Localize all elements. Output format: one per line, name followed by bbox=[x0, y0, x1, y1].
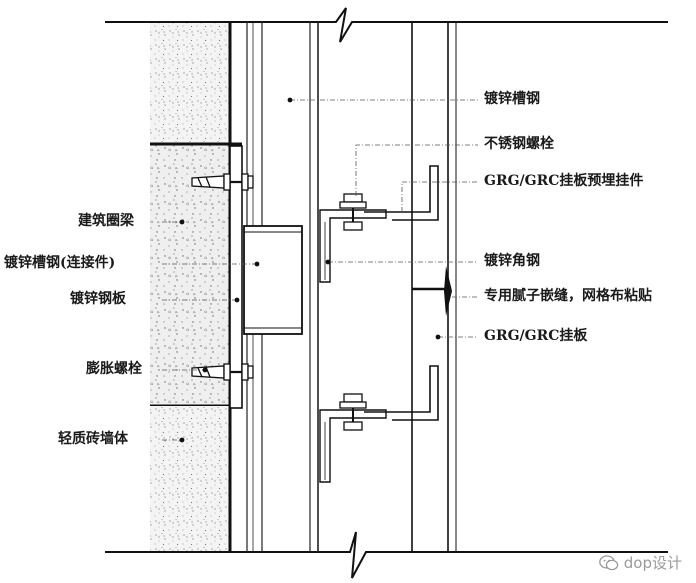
label-grg-grc-panel: GRG/GRC挂板 bbox=[484, 328, 588, 344]
light-brick-wall-upper bbox=[150, 22, 230, 144]
watermark-text: dop设计 bbox=[623, 554, 682, 572]
wechat-icon bbox=[598, 554, 619, 570]
label-putty-joint: 专用腻子嵌缝，网格布粘贴 bbox=[484, 288, 652, 304]
label-expansion-bolt: 膨胀螺栓 bbox=[86, 361, 142, 377]
label-galv-channel-connector: 镀锌槽钢(连接件) bbox=[4, 255, 116, 271]
leader-dots bbox=[179, 97, 441, 443]
embedded-hanger-lower bbox=[364, 365, 439, 421]
label-galv-channel-steel: 镀锌槽钢 bbox=[484, 91, 540, 107]
section-break-lines bbox=[105, 7, 668, 579]
stainless-bolt-lower bbox=[339, 393, 367, 431]
putty-joint bbox=[444, 266, 452, 316]
label-stainless-bolt: 不锈钢螺栓 bbox=[484, 136, 554, 152]
grg-grc-panel bbox=[411, 22, 457, 552]
expansion-bolt-upper bbox=[191, 173, 254, 191]
light-brick-wall-lower bbox=[150, 406, 230, 552]
leader-lines bbox=[162, 99, 478, 441]
watermark: dop设计 bbox=[598, 552, 682, 573]
label-embedded-hanger: GRG/GRC挂板预埋挂件 bbox=[484, 173, 644, 189]
galv-steel-plate bbox=[229, 145, 243, 409]
label-building-ring-beam: 建筑圈梁 bbox=[78, 213, 134, 229]
label-galv-angle-steel: 镀锌角钢 bbox=[484, 253, 540, 269]
embedded-hanger-upper bbox=[364, 165, 439, 221]
label-galv-steel-plate: 镀锌钢板 bbox=[70, 291, 126, 307]
expansion-bolt-lower bbox=[191, 363, 254, 381]
galv-angle-steel-lower bbox=[319, 409, 387, 483]
galv-angle-steel-upper bbox=[319, 209, 387, 283]
galv-channel-connector bbox=[243, 225, 303, 335]
stainless-bolt-upper bbox=[339, 193, 367, 231]
label-light-brick-wall: 轻质砖墙体 bbox=[58, 431, 128, 447]
